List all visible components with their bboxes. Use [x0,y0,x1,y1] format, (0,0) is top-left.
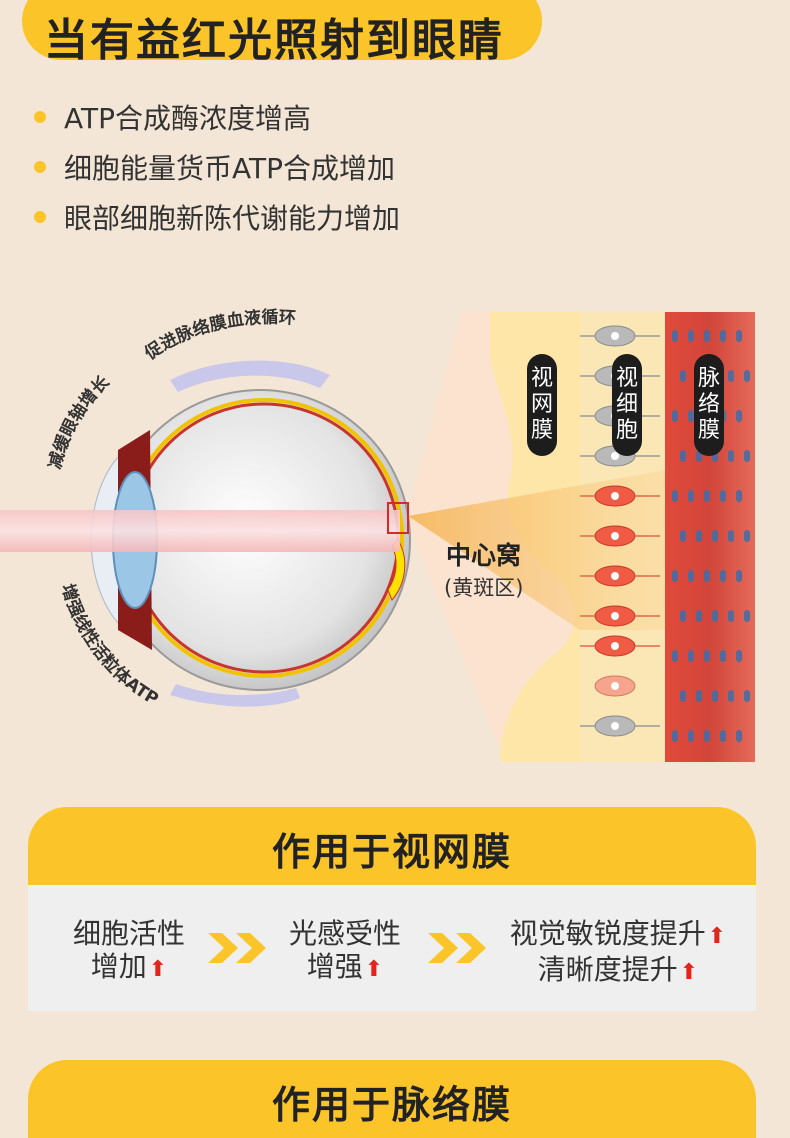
fovea-sublabel: (黄斑区) [444,576,524,600]
arrow-up-icon: ⬆ [364,957,384,982]
arc-label-left: 减缓眼轴增长 [44,371,114,471]
double-chevron-right-icon [208,933,266,963]
eye-diagram-svg: 促进脉络膜血液循环 减缓眼轴增长 增强线性活粒体ATP [0,307,755,762]
bullet-dot-icon [34,211,46,223]
eye-illustration: 促进脉络膜血液循环 减缓眼轴增长 增强线性活粒体ATP 视网膜 视细胞 脉络膜 … [0,300,790,770]
bullet-dot-icon [34,111,46,123]
list-item: 眼部细胞新陈代谢能力增加 [34,192,400,242]
bullet-dot-icon [34,161,46,173]
list-item: 细胞能量货币ATP合成增加 [34,142,400,192]
arrow-up-icon: ⬆ [148,957,168,982]
section-retina-header: 作用于视网膜 [28,807,756,885]
fovea-label: 中心窝 [446,541,522,570]
retina-effect-flow: 细胞活性 增加⬆ 光感受性 增强⬆ 视觉敏锐度提升⬆ 清晰度提升⬆ [28,885,756,1011]
list-item: ATP合成酶浓度增高 [34,92,400,142]
flow-step: 视觉敏锐度提升⬆ 清晰度提升⬆ [509,917,727,986]
label-retina: 视网膜 [527,354,557,456]
double-chevron-right-icon [428,933,486,963]
section-choroid-header: 作用于脉络膜 [28,1060,756,1138]
arc-label-top: 促进脉络膜血液循环 [140,307,296,365]
flow-step: 细胞活性 增加⬆ [72,917,185,983]
arrow-up-icon: ⬆ [707,924,727,949]
label-choroid: 脉络膜 [694,354,724,456]
section-title: 作用于视网膜 [271,830,512,874]
photoreceptor-cells [580,325,660,737]
section-title: 作用于脉络膜 [271,1083,512,1127]
label-photoreceptor: 视细胞 [612,354,642,456]
title-banner [22,0,542,60]
flow-step: 光感受性 增强⬆ [288,917,401,983]
arrow-up-icon: ⬆ [679,960,699,985]
page-title: 当有益红光照射到眼睛 [44,15,504,66]
benefit-list: ATP合成酶浓度增高 细胞能量货币ATP合成增加 眼部细胞新陈代谢能力增加 [34,92,400,242]
